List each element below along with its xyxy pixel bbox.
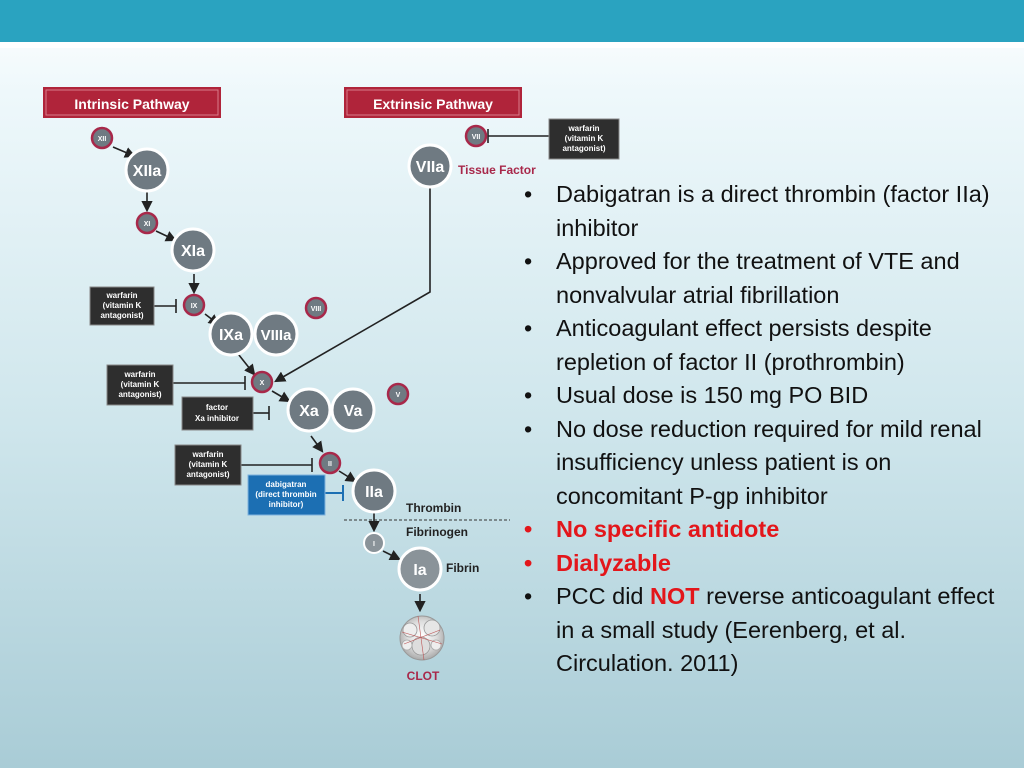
svg-text:(vitamin K: (vitamin K	[189, 460, 228, 469]
svg-text:IXa: IXa	[219, 327, 243, 344]
intrinsic-pathway-banner: Intrinsic Pathway	[43, 87, 221, 118]
bullet-emphasis: NOT	[650, 583, 700, 609]
svg-text:VIII: VIII	[311, 306, 322, 313]
factor-II: II	[318, 451, 342, 475]
svg-text:Xa: Xa	[299, 403, 319, 420]
dabigatran-box: dabigatran (direct thrombin inhibitor)	[247, 474, 326, 516]
key-points-list: Dabigatran is a direct thrombin (factor …	[518, 178, 1018, 681]
factor-XI: XI	[135, 211, 159, 235]
svg-text:antagonist): antagonist)	[562, 144, 605, 153]
svg-text:warfarin: warfarin	[123, 370, 155, 379]
factor-V: V	[386, 382, 410, 406]
dabigatran-inhibition-line	[325, 485, 344, 501]
factor-Xa: Xa	[286, 387, 332, 433]
bullet-item-highlight: Dialyzable	[518, 547, 1018, 581]
factor-IX: IX	[182, 293, 206, 317]
svg-text:XIIa: XIIa	[133, 163, 162, 180]
svg-text:(vitamin K: (vitamin K	[121, 380, 160, 389]
extrinsic-pathway-banner: Extrinsic Pathway	[344, 87, 522, 118]
inhibition-lines	[154, 129, 549, 472]
svg-text:dabigatran: dabigatran	[266, 480, 307, 489]
tissue-factor-label: Tissue Factor	[458, 163, 536, 177]
clot-label: CLOT	[407, 669, 440, 683]
svg-text:VII: VII	[472, 134, 481, 141]
svg-text:VIIIa: VIIIa	[261, 327, 293, 344]
svg-text:inhibitor): inhibitor)	[269, 500, 304, 509]
factor-VIIa: VIIa	[407, 143, 453, 189]
factor-VIII: VIII	[304, 296, 328, 320]
svg-text:Intrinsic Pathway: Intrinsic Pathway	[74, 96, 189, 112]
fibrin-label: Fibrin	[446, 561, 479, 575]
bullet-item: PCC did NOT reverse anticoagulant effect…	[518, 580, 1018, 681]
svg-text:warfarin: warfarin	[567, 124, 599, 133]
svg-text:I: I	[373, 541, 375, 548]
svg-text:Extrinsic Pathway: Extrinsic Pathway	[373, 96, 493, 112]
svg-text:XIa: XIa	[181, 243, 205, 260]
thrombin-label: Thrombin	[406, 501, 461, 515]
svg-text:warfarin: warfarin	[191, 450, 223, 459]
svg-text:antagonist): antagonist)	[100, 311, 143, 320]
factor-XIa: XIa	[170, 227, 216, 273]
header-divider	[0, 42, 1024, 48]
svg-text:IX: IX	[191, 303, 198, 310]
factor-xa-inhibitor-box: factor Xa inhibitor	[181, 396, 254, 431]
svg-text:factor: factor	[206, 403, 228, 412]
svg-text:antagonist): antagonist)	[118, 390, 161, 399]
svg-text:VIIa: VIIa	[416, 159, 445, 176]
svg-text:(direct thrombin: (direct thrombin	[255, 490, 316, 499]
factor-Va: Va	[330, 387, 376, 433]
warfarin-box-x: warfarin (vitamin K antagonist)	[106, 364, 174, 406]
factor-XII: XII	[90, 126, 114, 150]
svg-text:XII: XII	[98, 136, 107, 143]
svg-text:X: X	[260, 380, 265, 387]
svg-text:II: II	[328, 461, 332, 468]
svg-text:Xa inhibitor: Xa inhibitor	[195, 414, 239, 423]
warfarin-box-ix: warfarin (vitamin K antagonist)	[89, 286, 155, 326]
bullet-item: Usual dose is 150 mg PO BID	[518, 379, 1018, 413]
bullet-item: Anticoagulant effect persists despite re…	[518, 312, 1018, 379]
bullet-item: No dose reduction required for mild rena…	[518, 413, 1018, 514]
svg-text:XI: XI	[144, 221, 151, 228]
svg-text:V: V	[396, 392, 401, 399]
svg-text:Va: Va	[344, 403, 363, 420]
bullet-suffix: reverse anticoagulant effect in a small …	[556, 583, 995, 676]
factor-IIa-thrombin: IIa	[351, 468, 397, 514]
warfarin-box-ii: warfarin (vitamin K antagonist)	[174, 444, 242, 486]
bullet-item: Approved for the treatment of VTE and no…	[518, 245, 1018, 312]
svg-text:warfarin: warfarin	[105, 291, 137, 300]
header-bar	[0, 0, 1024, 42]
factor-X: X	[250, 370, 274, 394]
svg-text:(vitamin K: (vitamin K	[565, 134, 604, 143]
factor-IXa: IXa	[208, 311, 254, 357]
cascade-arrows	[112, 146, 431, 613]
svg-text:(vitamin K: (vitamin K	[103, 301, 142, 310]
factor-Ia-fibrin: Ia	[397, 546, 443, 592]
bullet-prefix: PCC did	[556, 583, 651, 609]
bullet-item: Dabigatran is a direct thrombin (factor …	[518, 178, 1018, 245]
factor-VIIIa: VIIIa	[253, 311, 299, 357]
factor-I: I	[363, 532, 385, 554]
svg-text:IIa: IIa	[365, 484, 383, 501]
bullet-item-highlight: No specific antidote	[518, 513, 1018, 547]
clot-icon	[399, 615, 445, 661]
factor-VII: VII	[464, 124, 488, 148]
coagulation-cascade-diagram: Intrinsic Pathway Extrinsic Pathway XII …	[43, 87, 620, 683]
warfarin-box-extrinsic: warfarin (vitamin K antagonist)	[548, 118, 620, 160]
factor-XIIa: XIIa	[124, 147, 170, 193]
fibrinogen-label: Fibrinogen	[406, 525, 468, 539]
svg-text:antagonist): antagonist)	[186, 470, 229, 479]
svg-text:Ia: Ia	[413, 562, 426, 579]
